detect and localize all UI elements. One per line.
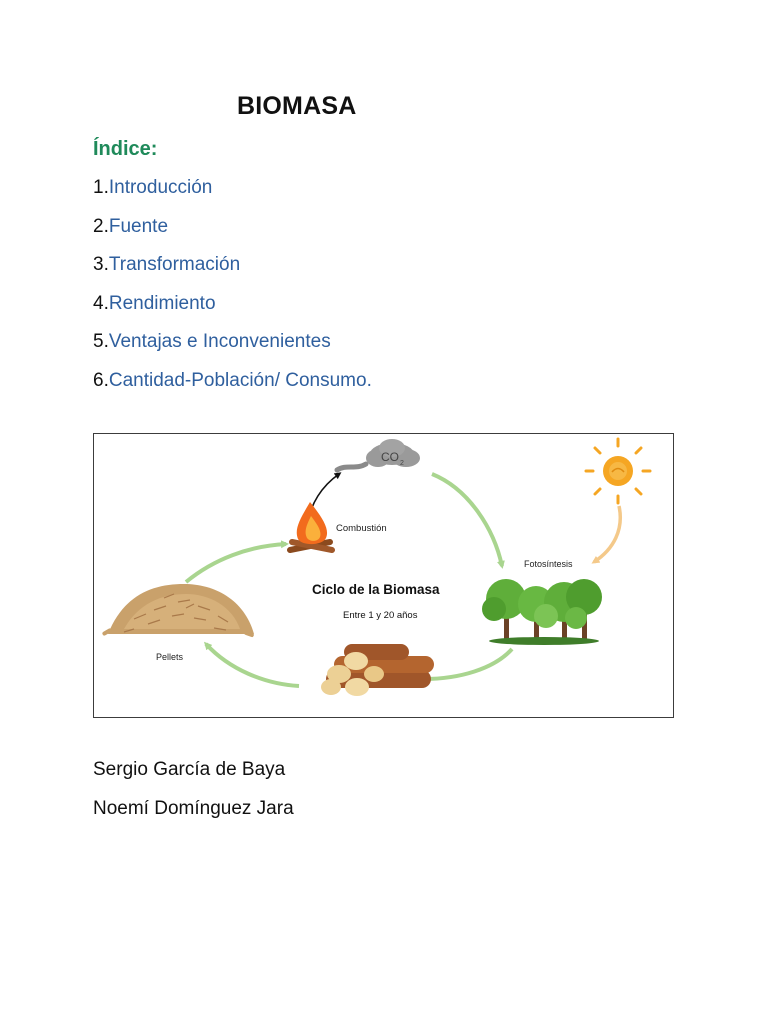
toc-item-transformation: 3.Transformación: [93, 253, 372, 292]
figure-title: Ciclo de la Biomasa: [312, 582, 440, 597]
index-heading: Índice:: [93, 138, 158, 160]
toc-item-introduction: 1.Introducción: [93, 176, 372, 215]
arrow-logs-to-pellets: [203, 641, 300, 688]
toc-link-pros-cons[interactable]: Ventajas e Inconvenientes: [108, 331, 331, 353]
toc-number: 6.: [93, 369, 109, 391]
toc-item-quantity-population: 6.Cantidad-Población/ Consumo.: [93, 369, 372, 408]
toc-item-performance: 4.Rendimiento: [93, 292, 372, 331]
toc-number: 1.: [93, 177, 109, 198]
document-title: BIOMASA: [237, 92, 357, 120]
toc-number: 2.: [93, 215, 109, 237]
co2-subscript: 2: [400, 460, 404, 467]
arrow-trees-to-logs: [421, 647, 514, 683]
toc-link-source[interactable]: Fuente: [108, 215, 169, 237]
trees-icon: Fotosíntesis: [482, 559, 602, 645]
toc-link-transformation[interactable]: Transformación: [108, 254, 241, 276]
toc-number: 4.: [93, 292, 109, 314]
toc-number: 5.: [93, 331, 109, 353]
co2-label: CO: [381, 450, 399, 464]
arrow-co2-to-trees: [431, 472, 505, 569]
campfire-icon: Combustión: [287, 502, 387, 553]
arrow-sun-to-trees: [591, 505, 622, 564]
authors: Sergio García de Baya Noemí Domínguez Ja…: [93, 758, 294, 835]
biomass-cycle-diagram: CO 2 Combustión: [102, 437, 652, 696]
pellets-label: Pellets: [156, 652, 184, 662]
photosynthesis-label: Fotosíntesis: [524, 559, 573, 569]
pellets-icon: Pellets: [102, 584, 254, 662]
table-of-contents: 1.Introducción 2.Fuente 3.Transformación…: [93, 176, 372, 408]
biomass-cycle-figure: CO 2 Combustión: [93, 433, 674, 718]
toc-link-quantity-population[interactable]: Cantidad-Población/ Consumo.: [108, 369, 372, 391]
co2-cloud-icon: CO 2: [334, 439, 420, 473]
toc-link-introduction[interactable]: Introducción: [108, 177, 213, 198]
toc-link-performance[interactable]: Rendimiento: [108, 292, 216, 314]
logs-icon: [321, 644, 434, 696]
arrow-pellets-to-fire: [184, 540, 289, 584]
author-name: Sergio García de Baya: [93, 759, 286, 780]
toc-item-pros-cons: 5.Ventajas e Inconvenientes: [93, 330, 372, 369]
figure-subtitle: Entre 1 y 20 años: [343, 610, 418, 621]
toc-number: 3.: [93, 254, 109, 276]
combustion-label: Combustión: [336, 523, 387, 534]
sun-icon: [584, 437, 652, 505]
toc-item-source: 2.Fuente: [93, 215, 372, 254]
author-name: Noemí Domínguez Jara: [93, 797, 294, 819]
